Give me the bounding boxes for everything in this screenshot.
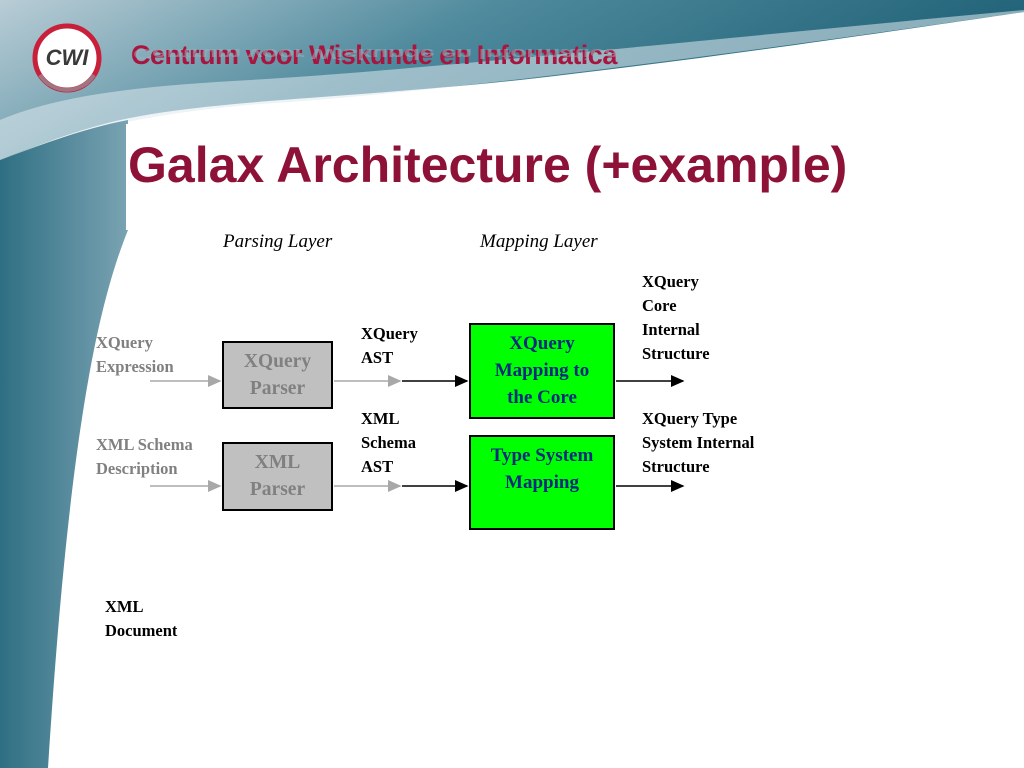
type-system-mapping-box: Type System Mapping — [469, 435, 615, 530]
cwi-logo-icon — [32, 23, 102, 93]
xml-document-label: XML Document — [105, 597, 178, 640]
xml-schema-description-label: XML Schema Description — [96, 435, 193, 478]
xml-schema-ast-label: XML Schema AST — [361, 409, 416, 476]
xquery-mapping-box: XQuery Mapping to the Core — [469, 323, 615, 419]
xml-parser-box: XML Parser — [222, 442, 333, 511]
logo-mark: CWI — [45, 45, 89, 70]
slide-title: Galax Architecture (+example) — [128, 137, 848, 193]
xquery-parser-box: XQuery Parser — [222, 341, 333, 409]
parsing-layer-label: Parsing Layer — [223, 231, 333, 252]
type-system-internal-structure-label: XQuery Type System Internal Structure — [642, 409, 755, 476]
org-name: Centrum voor Wiskunde en Informatica — [131, 40, 617, 70]
xquery-expression-label: XQuery Expression — [96, 333, 174, 376]
xquery-ast-label: XQuery AST — [361, 324, 418, 367]
mapping-layer-label: Mapping Layer — [480, 231, 598, 252]
core-internal-structure-label: XQuery Core Internal Structure — [642, 272, 710, 363]
